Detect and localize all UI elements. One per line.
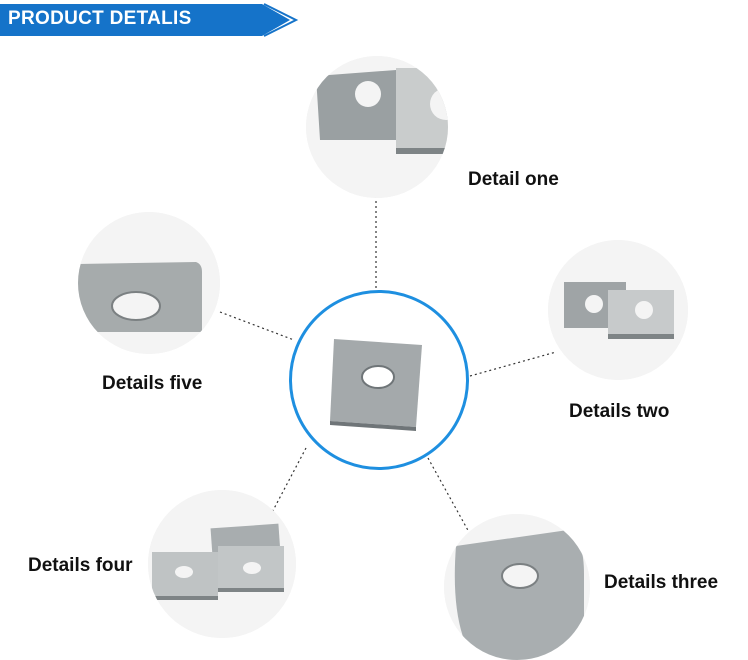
label-details-two: Details two	[569, 401, 670, 422]
header-banner: PRODUCT DETALIS	[0, 0, 748, 38]
banner-title: PRODUCT DETALIS	[8, 8, 192, 29]
label-details-five: Details five	[102, 373, 203, 394]
label-detail-one: Detail one	[468, 169, 559, 190]
label-details-three: Details three	[604, 572, 719, 593]
center-washer-photo	[296, 297, 462, 463]
label-details-four: Details four	[28, 555, 133, 576]
detail-one-photo	[306, 56, 448, 198]
banner-shape	[0, 3, 299, 37]
detail-two-photo	[548, 240, 688, 380]
detail-three-photo	[444, 514, 590, 660]
connector-five	[219, 311, 295, 341]
detail-four-photo	[148, 490, 296, 638]
connector-two	[469, 351, 557, 377]
connector-four	[267, 447, 307, 521]
detail-five-photo	[78, 212, 220, 354]
